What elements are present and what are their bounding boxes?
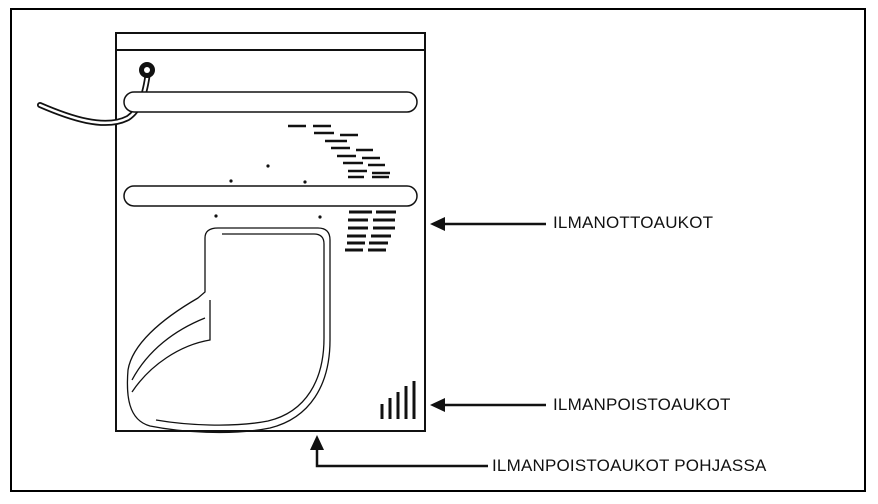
bottom-exhaust-label: ILMANPOISTOAUKOT POHJASSA — [492, 456, 767, 475]
exhaust-label: ILMANPOISTOAUKOT — [553, 395, 731, 414]
upper-vent-dashes — [288, 124, 390, 179]
intake-arrow — [430, 217, 546, 231]
panel-dots — [214, 164, 322, 219]
exhaust-vents — [380, 381, 416, 419]
door-hatch — [126, 227, 331, 434]
bottom-exhaust-arrow — [310, 435, 488, 468]
upper-slot — [123, 91, 418, 113]
exhaust-arrow — [430, 398, 546, 412]
intake-label: ILMANOTTOAUKOT — [553, 213, 714, 232]
middle-slot — [123, 185, 418, 207]
intake-vents — [345, 210, 396, 252]
